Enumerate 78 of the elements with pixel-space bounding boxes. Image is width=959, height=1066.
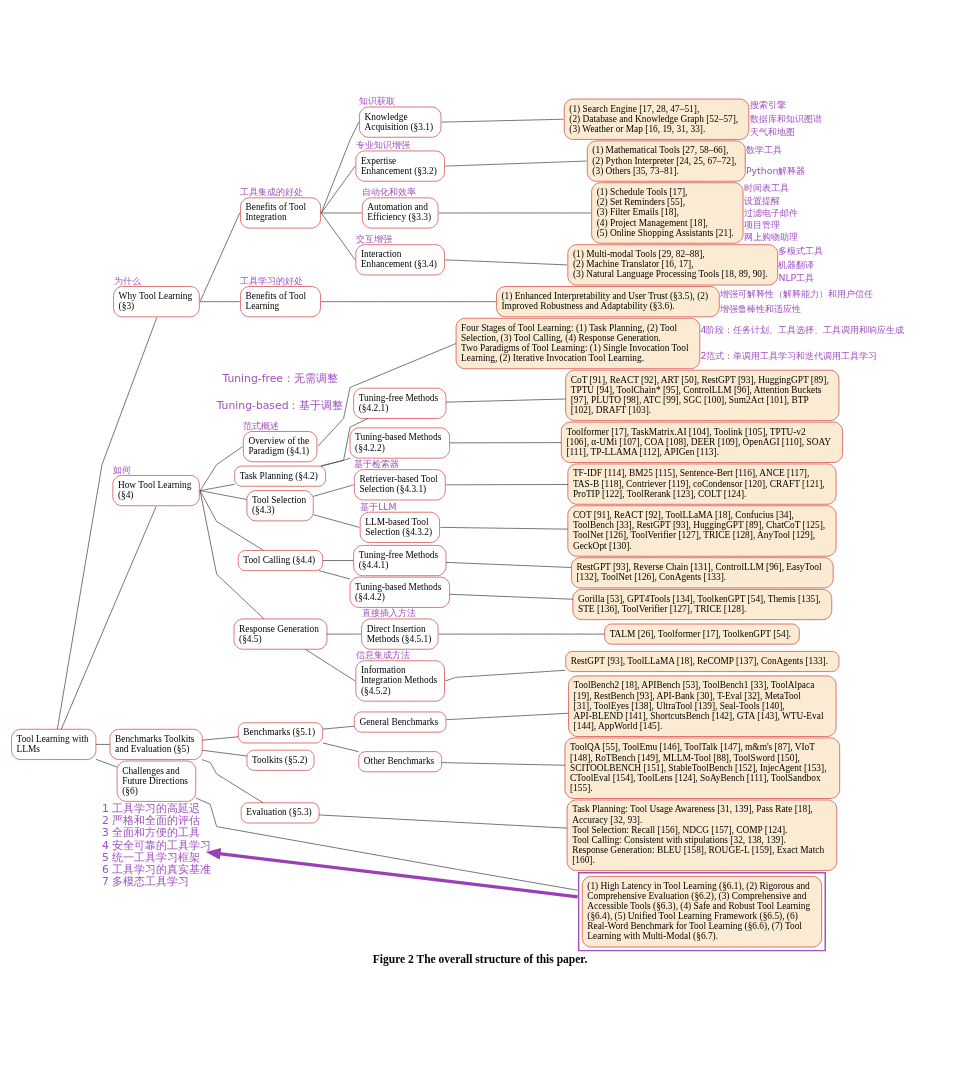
connector [449,593,574,600]
connector [199,489,264,551]
connector [318,569,351,579]
node-label: 2范式：单调用工具学习和迭代调用工具学习 [700,349,878,361]
connector [445,398,566,402]
node-label: 网上购物助理 [743,230,798,242]
node-label: 项目管理 [743,218,780,230]
connector [313,513,360,528]
node-label: 如何 [112,463,131,475]
node-text: 1 工具学习的高延迟 2 严格和全面的评估 3 全面和方便的工具 4 安全可靠的工具学习 5 统一工具学习框架 6 工具学习的真实基准 7 多模态工具学习 [102,801,212,888]
connector [441,761,566,766]
node-label: 时间表工具 [743,181,789,193]
connector [320,165,356,213]
node-label: 4阶段：任务计划、工具选择、工具调用和响应生成 [700,323,905,335]
node-label: 过滤电子邮件 [743,206,798,218]
node-label: 直接插入方法 [361,606,416,618]
node-label: Python解释器 [745,164,806,176]
label: Tuning-free：无需调整 [222,371,338,385]
connector [199,300,241,302]
connector [199,489,265,619]
connector [320,457,351,466]
connector [441,118,564,122]
connector [60,505,157,730]
node-box: (1) High Latency in Tool Learning (§6.1), (2) Rigorous and Comprehensive Evaluation (§6.2), (3) Comprehensive and Accessible Tools (§6.3), (4) Safe and Robust Tool Learning (§6.4), (5) Unified Tool Learning Framework (§6.5), (6) Real-Word Benchmark for Tool Learning (§6.6), (7) Tool Learning with Multi-Modal (§6.7). [577,871,826,951]
connector [322,725,355,729]
connector [199,445,243,491]
connector [445,561,572,568]
connector [449,441,562,443]
node-label: 基于检索器 [354,457,400,469]
node-label: 机器翻译 [778,258,815,270]
node-label: 设置提醒 [743,194,780,206]
connector [202,735,239,740]
connector [313,483,355,497]
connector [318,814,568,828]
node-label: 自动化和效率 [362,185,417,197]
connector [199,489,248,500]
node-label: 数据库和知识图谱 [749,112,822,124]
node-label: 基于LLM [360,500,397,512]
connector [444,669,566,681]
node-label: 为什么 [113,274,141,286]
node-label: 工具学习的好处 [240,274,304,286]
connector [199,483,235,491]
connector [320,121,360,213]
node-label: 专业知识增强 [355,138,410,150]
label: Tuning-based：基于调整 [216,398,344,412]
node-label: 增强鲁棒性和适应性 [719,302,801,314]
connector [201,758,264,803]
connector [444,160,587,166]
node-label: 交互增强 [355,232,392,244]
connector [195,797,578,891]
node-label: 多模式工具 [778,244,824,256]
connector [322,559,354,561]
connector [439,526,568,529]
connector [320,212,362,213]
connector [57,316,158,730]
node-label: NLP工具 [778,271,815,283]
connector [202,749,248,756]
node-label: 范式概述 [243,419,280,431]
connector [445,483,569,485]
connector [95,758,118,767]
connector [322,742,360,752]
node-label: 搜索引擎 [749,98,786,110]
connector [317,342,457,447]
node-label: 信息集成方法 [355,648,410,660]
connector [95,743,111,745]
connector [320,212,356,260]
node-label: 天气和地图 [749,125,795,137]
connector [305,648,356,681]
connector [320,300,497,302]
connector [199,212,241,302]
node-label: 工具集成的好处 [240,185,304,197]
arrow [205,847,578,898]
connector [445,712,569,720]
node-label: 增强可解释性（解释能力）和用户信任 [719,287,873,299]
node-label: 数学工具 [745,143,782,155]
node-label: 知识获取 [359,94,396,106]
connector [444,259,568,265]
caption: Figure 2 The overall structure of this paper. [372,952,588,965]
